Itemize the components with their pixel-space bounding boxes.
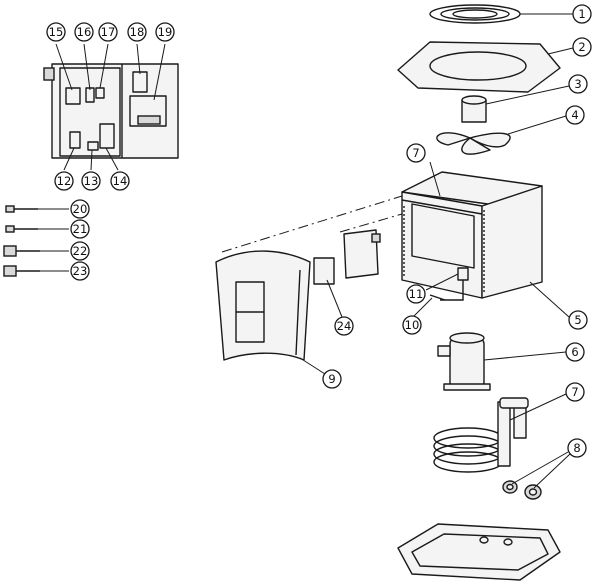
pressure-switch-part [313,257,335,285]
fan-motor-part [461,95,487,123]
callout-label: 8 [573,441,580,455]
callout-label: 22 [73,244,88,258]
callout-19: 19 [155,22,175,42]
callout-label: 20 [73,202,88,216]
fan-blade-part [436,132,511,155]
callout-13: 13 [81,171,101,191]
callout-7-bottom: 7 [565,382,585,402]
callout-label: 14 [113,174,128,188]
fittings-part [502,480,542,500]
callout-21: 21 [70,219,90,239]
callout-label: 2 [578,40,585,54]
callout-8: 8 [567,438,587,458]
terminal-component [87,141,99,151]
callout-23: 23 [70,261,90,281]
callout-1: 1 [572,4,592,24]
top-panel-part [397,41,561,93]
relay-component [95,87,105,99]
callout-label: 16 [77,25,92,39]
cabinet-body-part [401,171,543,299]
callout-18: 18 [127,22,147,42]
callout-label: 9 [328,372,335,386]
callout-label: 10 [405,318,420,332]
callout-label: 18 [130,25,145,39]
callout-3: 3 [568,74,588,94]
callout-22: 22 [70,241,90,261]
callout-4: 4 [565,105,585,125]
base-pan-part [397,523,561,581]
callout-9: 9 [322,369,342,389]
callout-label: 7 [571,385,578,399]
callout-label: 11 [409,287,424,301]
callout-11: 11 [406,284,426,304]
compressor-part [437,332,491,391]
capacitor-component [85,87,95,103]
transformer-component [132,71,148,93]
callout-label: 7 [412,146,419,160]
contactor-component [65,87,81,105]
callout-label: 13 [84,174,99,188]
callout-label: 1 [578,7,585,21]
callout-7-top: 7 [406,143,426,163]
callout-17: 17 [98,22,118,42]
callout-label: 5 [574,313,581,327]
callout-12: 12 [54,171,74,191]
callout-label: 23 [73,264,88,278]
callout-10: 10 [402,315,422,335]
fuse-component [69,131,81,149]
callout-label: 6 [571,345,578,359]
callout-label: 4 [571,108,578,122]
callout-label: 3 [574,77,581,91]
callout-label: 15 [49,25,64,39]
callout-label: 21 [73,222,88,236]
callout-20: 20 [70,199,90,219]
leader-lines [38,13,574,489]
callout-label: 19 [158,25,173,39]
callout-6: 6 [565,342,585,362]
heater-control-module [343,229,381,279]
front-access-panel-part [215,250,311,361]
callout-2: 2 [572,37,592,57]
callout-14: 14 [110,171,130,191]
callout-16: 16 [74,22,94,42]
callout-15: 15 [46,22,66,42]
fan-guard-part [429,4,521,24]
heat-exchanger-coil-part [433,397,529,473]
electrical-control-box [43,63,179,159]
callout-label: 12 [57,174,72,188]
callout-label: 17 [101,25,116,39]
sensor-probes [3,205,40,277]
callout-label: 24 [337,319,352,333]
callout-5: 5 [568,310,588,330]
timer-component [99,123,115,149]
callout-24: 24 [334,316,354,336]
